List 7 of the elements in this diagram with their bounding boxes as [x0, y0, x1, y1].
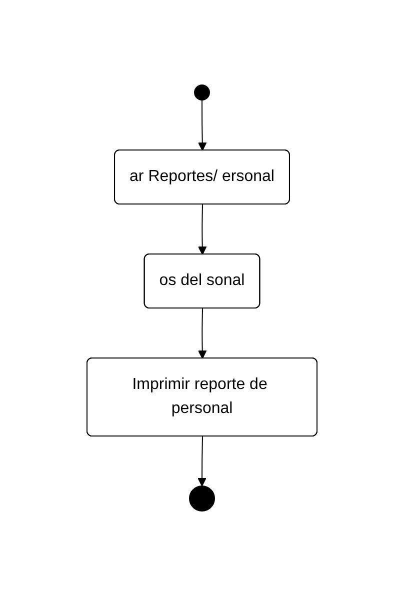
- arrow: [198, 204, 207, 255]
- node-circle: [189, 486, 215, 512]
- node-text: Imprimir reporte de personal: [132, 376, 268, 417]
- node-circle: [194, 84, 210, 100]
- arrow: [198, 100, 207, 151]
- arrow: [198, 436, 206, 486]
- arrow: [198, 308, 207, 359]
